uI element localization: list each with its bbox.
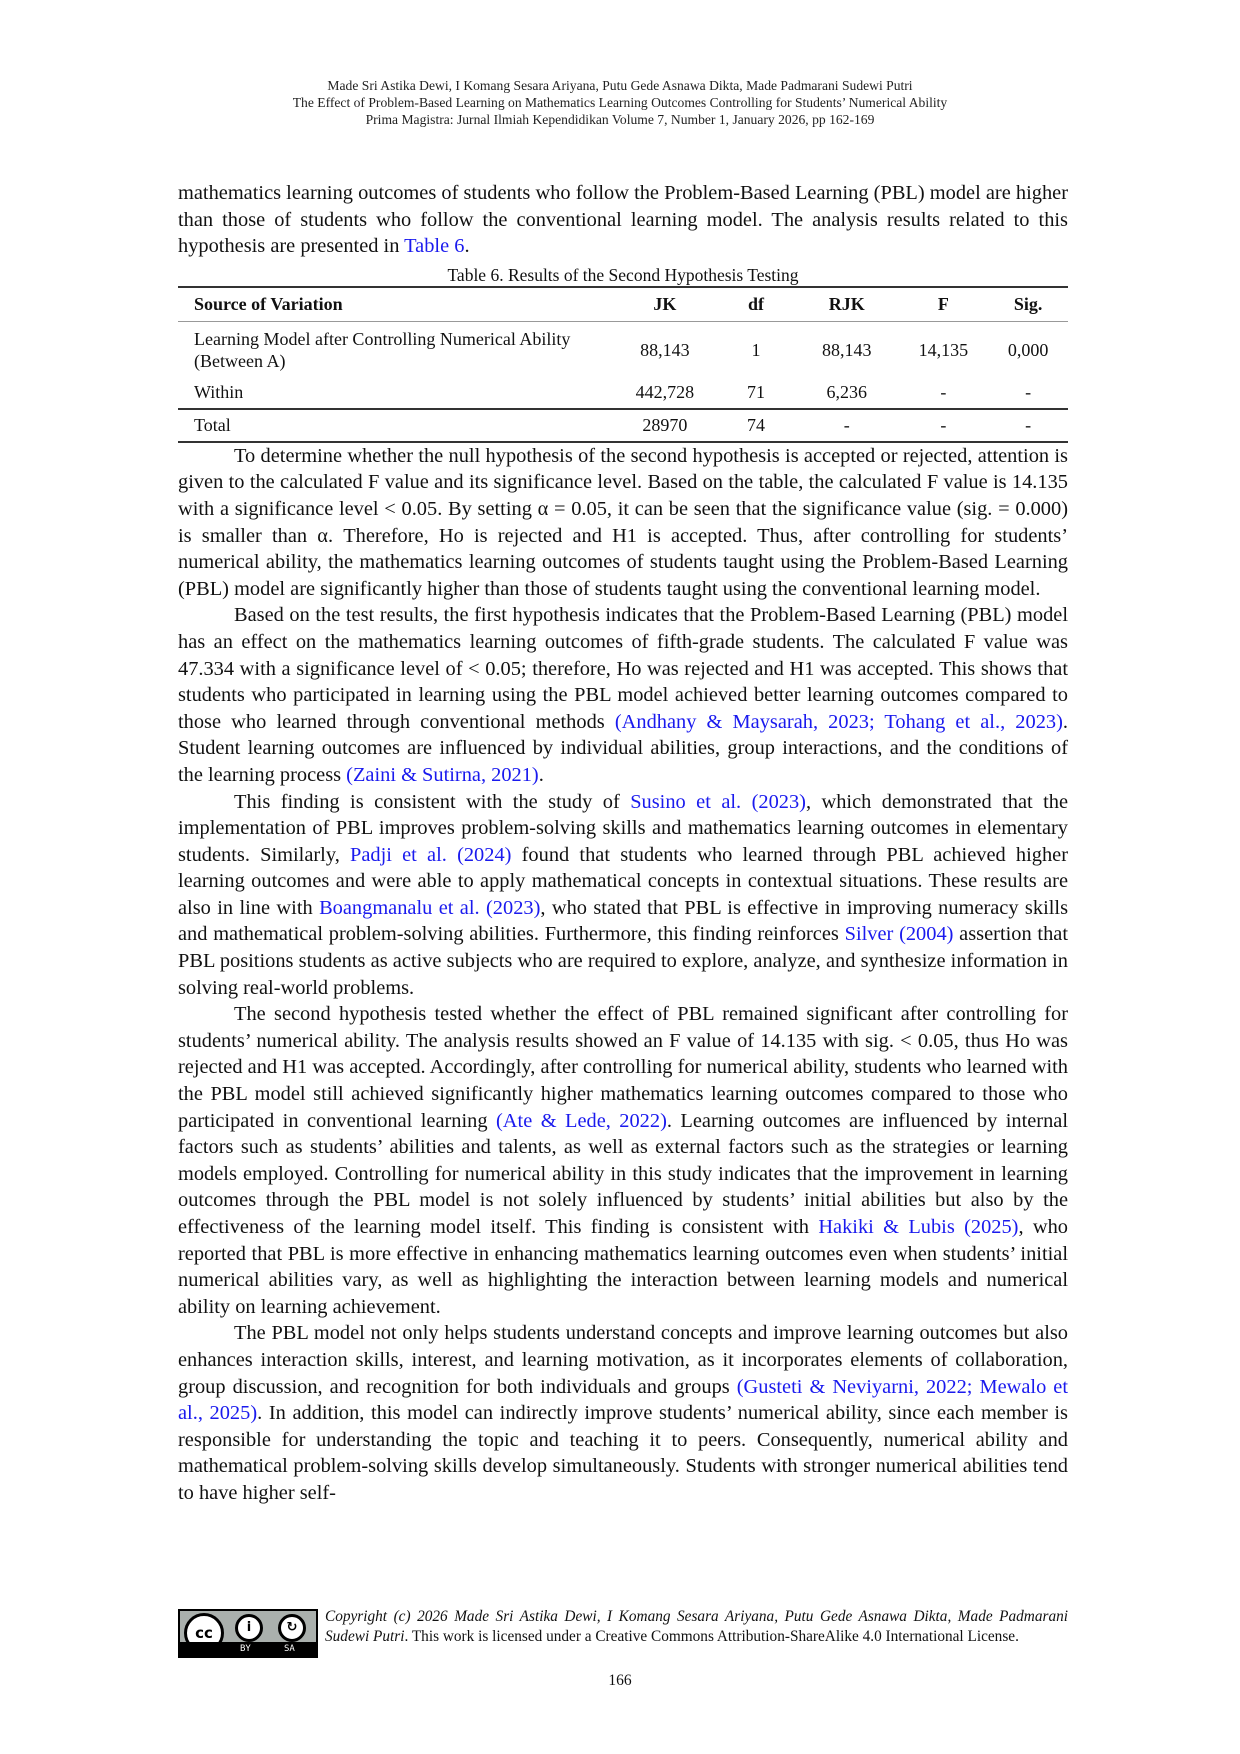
citation-link[interactable]: (Gusteti & Neviyarni, 2022; Mewalo et al… — [178, 1375, 1068, 1425]
header-sig: Sig. — [1013, 293, 1043, 314]
running-head-title: The Effect of Problem-Based Learning on … — [292, 95, 948, 110]
header-jk: JK — [653, 293, 677, 314]
license-footer: cc i ↻ BY SA Copyright (c) 2026 Made Sri… — [178, 1607, 1068, 1667]
header-f: F — [937, 293, 949, 314]
main-content: mathematics learning outcomes of student… — [178, 180, 1068, 1507]
share-alike-icon: ↻ — [278, 1614, 306, 1642]
copyright-notice: Copyright (c) 2026 Made Sri Astika Dewi,… — [325, 1608, 1068, 1645]
running-head-authors: Made Sri Astika Dewi, I Komang Sesara Ar… — [327, 78, 913, 93]
cell-rjk: - — [843, 414, 850, 435]
citation-link[interactable]: (Ate & Lede, 2022) — [496, 1109, 667, 1132]
cell-source: Total — [194, 414, 231, 435]
running-head-journal: Prima Magistra: Jurnal Ilmiah Kependidik… — [365, 112, 875, 127]
table-row-total: Total 28970 74 - - - — [178, 408, 1068, 442]
cell-f: - — [940, 414, 947, 435]
cell-f: - — [940, 382, 947, 403]
cell-df: 71 — [747, 382, 765, 403]
intro-paragraph: mathematics learning outcomes of student… — [178, 182, 1068, 258]
anova-table: Source of Variation JK df RJK F Sig. Lea… — [178, 286, 1068, 443]
paragraph-hypothesis-decision: To determine whether the null hypothesis… — [178, 444, 1068, 600]
table-caption: Table 6. Results of the Second Hypothesi… — [447, 264, 799, 285]
badge-by-label: BY — [240, 1644, 251, 1654]
license-statement: . This work is licensed under a Creative… — [404, 1627, 1019, 1645]
cell-source: Learning Model after Controlling Numeric… — [194, 328, 571, 371]
table-header-row: Source of Variation JK df RJK F Sig. — [178, 286, 1068, 322]
cell-jk: 88,143 — [640, 339, 690, 360]
cell-sig: - — [1025, 382, 1032, 403]
cell-source: Within — [194, 382, 244, 403]
citation-link[interactable]: Hakiki & Lubis (2025) — [818, 1216, 1019, 1238]
citation-link[interactable]: Boangmanalu et al. (2023) — [319, 896, 541, 919]
page-number: 166 — [608, 1672, 632, 1689]
citation-link[interactable]: Silver (2004) — [844, 923, 954, 946]
attribution-icon: i — [235, 1614, 263, 1642]
license-text: Copyright (c) 2026 Made Sri Astika Dewi,… — [325, 1607, 1068, 1646]
header-df: df — [747, 293, 764, 314]
citation-link[interactable]: (Andhany & Maysarah, 2023; Tohang et al.… — [614, 710, 1063, 733]
paragraph-first-hypothesis: Based on the test results, the first hyp… — [178, 604, 1068, 786]
cell-rjk: 88,143 — [822, 339, 872, 360]
cell-rjk: 6,236 — [826, 382, 868, 403]
cell-sig: - — [1025, 414, 1032, 435]
header-source: Source of Variation — [194, 293, 343, 314]
cell-sig: 0,000 — [1007, 339, 1049, 360]
citation-link[interactable]: (Zaini & Sutirna, 2021) — [346, 763, 539, 786]
cc-by-sa-badge[interactable]: cc i ↻ BY SA — [178, 1609, 318, 1658]
badge-sa-label: SA — [284, 1644, 295, 1654]
cell-jk: 28970 — [642, 414, 688, 435]
table-row: Learning Model after Controlling Numeric… — [178, 321, 1068, 378]
cell-jk: 442,728 — [635, 382, 695, 403]
citation-link[interactable]: Susino et al. (2023) — [630, 790, 806, 813]
table-row: Within 442,728 71 6,236 - - — [178, 378, 1068, 409]
cell-f: 14,135 — [918, 339, 969, 360]
table-6-link[interactable]: Table 6 — [404, 235, 465, 258]
running-head: Made Sri Astika Dewi, I Komang Sesara Ar… — [0, 77, 1240, 128]
paragraph-pbl-benefits: The PBL model not only helps students un… — [178, 1322, 1068, 1504]
paragraph-second-hypothesis: The second hypothesis tested whether the… — [178, 1003, 1069, 1318]
cell-df: 1 — [751, 339, 761, 360]
paragraph-consistency: This finding is consistent with the stud… — [178, 790, 1069, 999]
cell-df: 74 — [747, 414, 765, 435]
header-rjk: RJK — [828, 293, 865, 314]
citation-link[interactable]: Padji et al. (2024) — [350, 843, 512, 866]
